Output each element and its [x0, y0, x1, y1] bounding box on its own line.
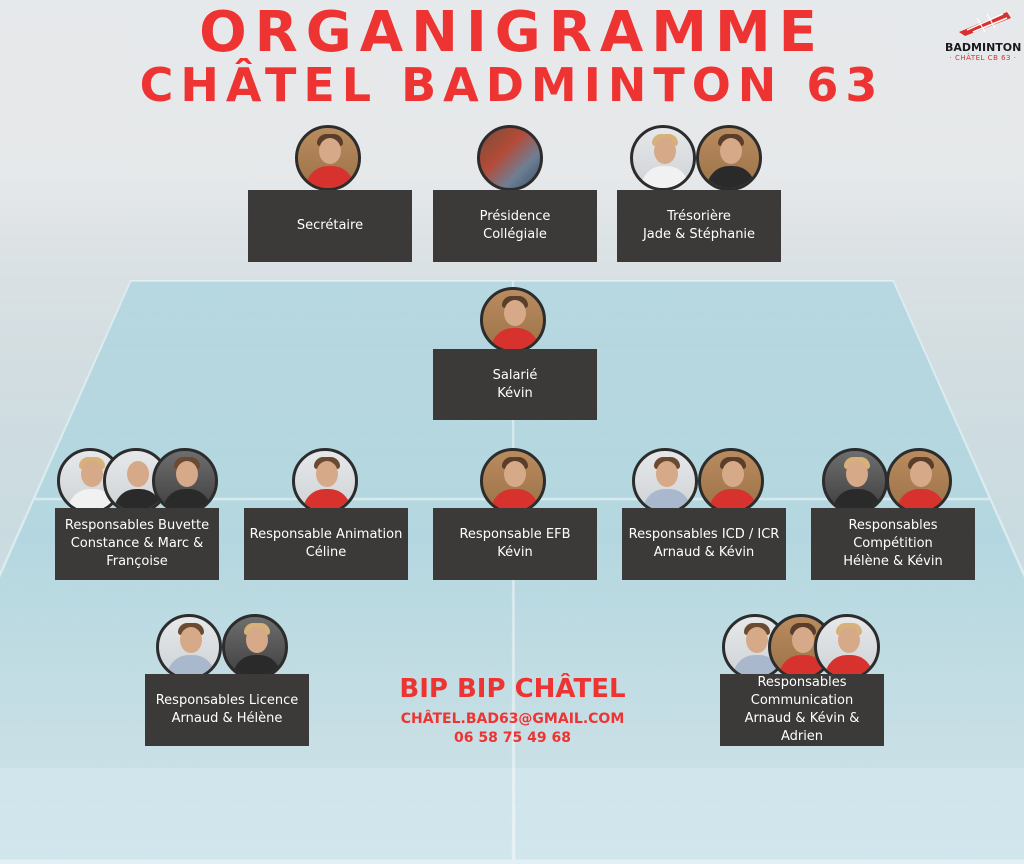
avatar-competition-helene: [822, 448, 888, 514]
role-box-communication: Responsables Communication Arnaud & Kévi…: [720, 674, 884, 746]
avatar-licence-helene: [222, 614, 288, 680]
role-name: Kévin: [497, 545, 533, 560]
role-box-salarie: Salarié Kévin: [433, 349, 597, 420]
role-title: Communication: [750, 693, 854, 708]
role-name: Jade & Stéphanie: [642, 227, 756, 242]
role-box-competition: Responsables Compétition Hélène & Kévin: [811, 508, 975, 580]
avatar-competition-kevin: [886, 448, 952, 514]
role-name: Collégiale: [483, 227, 547, 242]
role-box-licence: Responsables Licence Arnaud & Hélène: [145, 674, 309, 746]
page-subtitle: CHÂTEL BADMINTON 63: [139, 58, 885, 112]
role-box-buvette: Responsables Buvette Constance & Marc & …: [55, 508, 219, 580]
role-box-presidence: Présidence Collégiale: [433, 190, 597, 262]
role-title: Salarié: [492, 367, 538, 383]
role-title: Responsables: [757, 675, 847, 690]
role-title: Responsables ICD / ICR: [628, 527, 780, 542]
avatar-efb-kevin: [480, 448, 546, 514]
logo-subtitle: · CHÂTEL CB 63 ·: [949, 54, 1017, 62]
avatar-celine: [292, 448, 358, 514]
role-name: Compétition: [853, 536, 933, 551]
avatar-stephanie: [696, 125, 762, 191]
logo-name: BADMINTON: [945, 41, 1022, 54]
role-box-tresoriere: Trésorière Jade & Stéphanie: [617, 190, 781, 262]
avatar-francoise: [152, 448, 218, 514]
role-title: Responsables Licence: [155, 693, 299, 708]
role-box-icd-icr: Responsables ICD / ICR Arnaud & Kévin: [622, 508, 786, 580]
role-name: Arnaud & Kévin & Adrien: [744, 711, 860, 744]
role-name: Arnaud & Hélène: [171, 711, 283, 726]
role-name: Kévin: [497, 385, 533, 401]
role-name: Constance & Marc &: [70, 536, 204, 551]
avatar-presidence-group: [477, 125, 543, 191]
role-title: Trésorière: [667, 209, 731, 224]
footer-title: BIP BIP CHÂTEL: [399, 674, 626, 704]
contact-email: CHÂTEL.BAD63@GMAIL.COM: [400, 711, 625, 727]
role-name: Céline: [305, 545, 347, 560]
avatar-icd-kevin: [698, 448, 764, 514]
role-name: Françoise: [106, 554, 168, 569]
role-title: Secrétaire: [296, 218, 364, 233]
role-title: Responsable Animation: [249, 527, 403, 542]
avatar-licence-arnaud: [156, 614, 222, 680]
avatar-jade: [630, 125, 696, 191]
club-logo: BADMINTON · CHÂTEL CB 63 ·: [945, 8, 1021, 64]
avatar-icd-arnaud: [632, 448, 698, 514]
avatar-communication-adrien: [814, 614, 880, 680]
racket-logo-icon: [959, 12, 1011, 36]
role-title: Présidence: [479, 209, 551, 224]
avatar-salarie: [480, 287, 546, 353]
avatar-secretaire: [295, 125, 361, 191]
role-title: Responsables: [848, 518, 938, 533]
role-title: Responsables Buvette: [64, 518, 210, 533]
role-box-secretaire: Secrétaire: [248, 190, 412, 262]
page-title: ORGANIGRAMME: [199, 0, 825, 65]
role-box-animation: Responsable Animation Céline: [244, 508, 408, 580]
role-name: Arnaud & Kévin: [653, 545, 755, 560]
contact-phone: 06 58 75 49 68: [454, 730, 571, 746]
role-title: Responsable EFB: [459, 527, 571, 542]
role-box-efb: Responsable EFB Kévin: [433, 508, 597, 580]
role-name: Hélène & Kévin: [843, 554, 943, 569]
